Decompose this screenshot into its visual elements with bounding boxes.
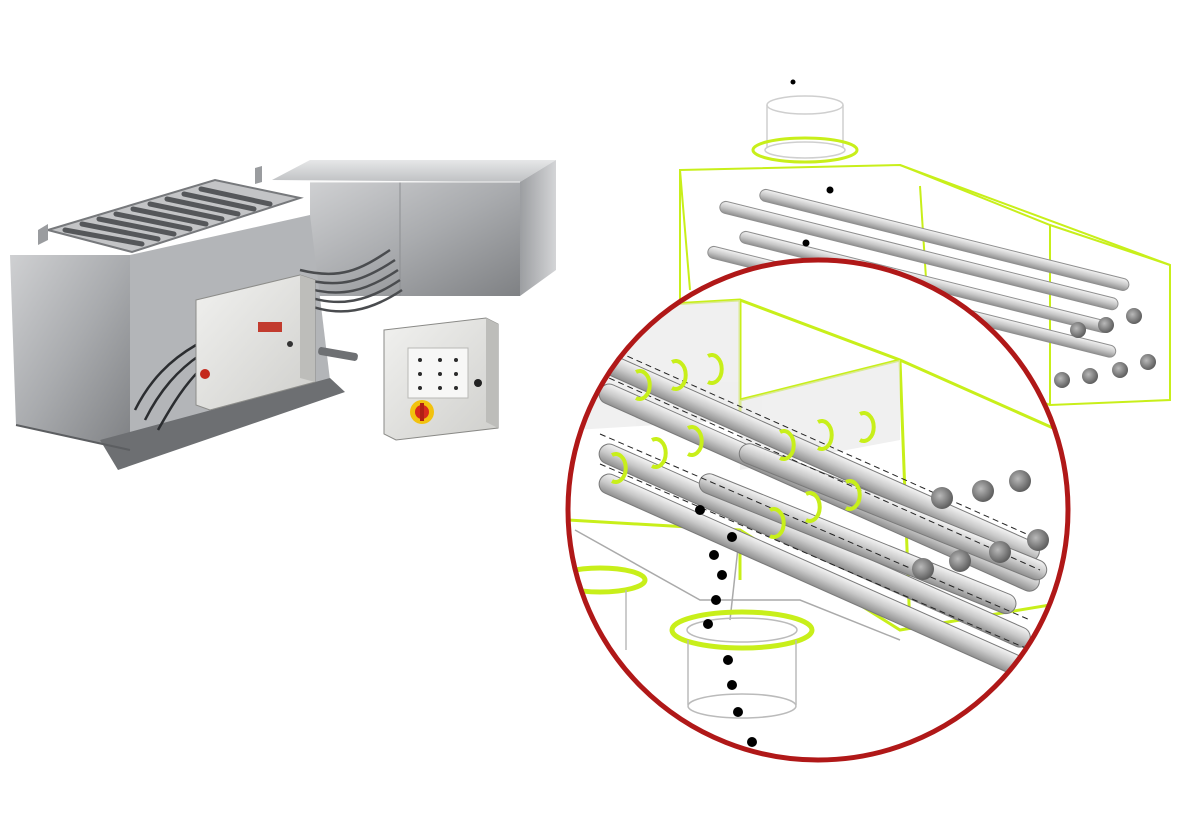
zoom-tube-ends — [912, 470, 1049, 580]
inlet-pipe — [751, 95, 859, 164]
inlet-grate — [38, 166, 304, 254]
separator-schematic — [565, 79, 1171, 763]
separator-photo — [10, 160, 556, 470]
control-panel — [383, 317, 499, 441]
magnet-ring-icons — [611, 353, 876, 539]
indicator-lamp-icon — [200, 369, 210, 379]
stop-button-icon — [410, 400, 434, 424]
background-tube-ends — [1054, 308, 1156, 388]
rear-housing — [272, 160, 556, 296]
warning-label-icon — [258, 322, 282, 332]
status-led-icon — [418, 358, 458, 390]
falling-particles — [568, 496, 757, 747]
zoom-circle-border — [565, 257, 1071, 763]
background-particles — [790, 79, 834, 247]
junction-box — [195, 274, 316, 411]
zoom-tube-dashes — [599, 343, 1041, 651]
